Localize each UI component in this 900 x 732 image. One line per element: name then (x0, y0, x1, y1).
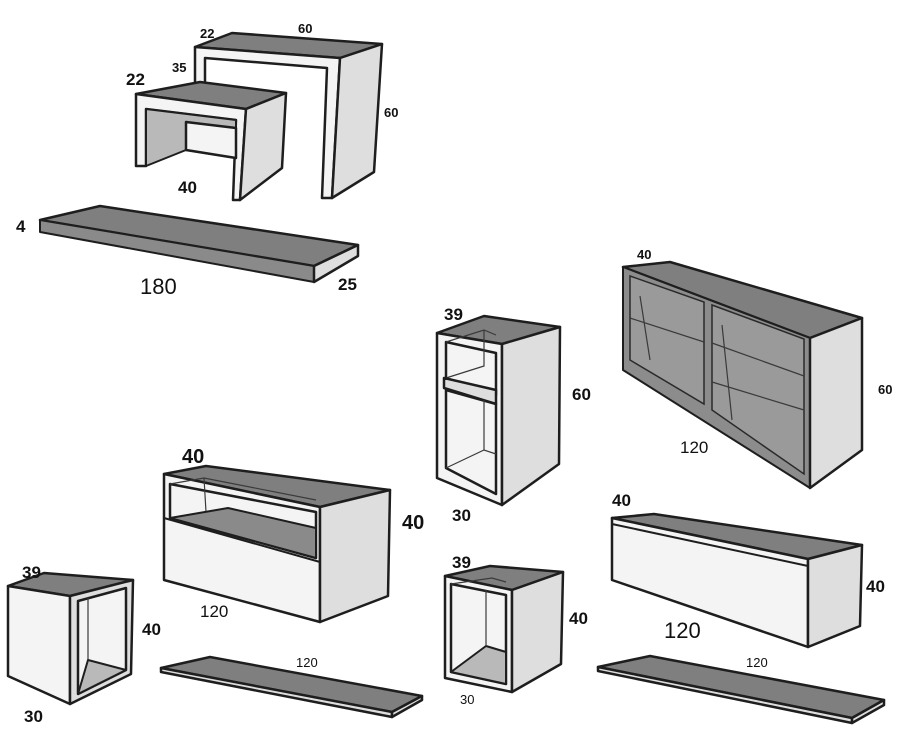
dim-small-width: 40 (178, 178, 197, 197)
glass-door-right (711, 303, 805, 476)
shelf-right-end (850, 698, 886, 725)
tall-open-cabinet: 39 60 30 (435, 305, 591, 525)
small-table-side (238, 91, 288, 202)
shelf-left-end (390, 694, 424, 719)
long-shelf-end (312, 243, 360, 284)
open-drawer-unit: 40 40 120 (162, 446, 424, 624)
dim-drawer-unit-width: 120 (200, 602, 228, 621)
floating-shelf-right: 120 (596, 654, 886, 725)
glass-cabinet-side (808, 316, 864, 490)
small-table-back-panel (184, 120, 238, 160)
dim-shelf-left-length: 120 (296, 655, 318, 670)
dim-cube-center-depth: 39 (452, 553, 471, 572)
dim-glass-cabinet-width: 120 (680, 438, 708, 457)
floating-shelf-left: 120 (159, 655, 424, 719)
dim-wall-unit-depth: 40 (612, 491, 631, 510)
closed-wall-unit: 40 40 120 (610, 491, 885, 649)
cube-left-front (6, 584, 72, 706)
long-shelf: 4 180 25 (16, 204, 360, 299)
dim-drawer-unit-depth: 40 (182, 446, 204, 468)
cube-left-floor (77, 659, 127, 695)
dim-tall-cabinet-width: 30 (452, 506, 471, 525)
cube-center-side (510, 570, 565, 694)
dim-shelf-depth: 25 (338, 275, 357, 294)
dim-tall-cabinet-depth: 39 (444, 305, 463, 324)
dim-small-depth: 22 (126, 70, 145, 89)
dim-glass-cabinet-depth: 40 (637, 247, 651, 262)
glass-door-cabinet: 40 60 120 (621, 247, 892, 490)
dim-shelf-right-length: 120 (746, 655, 768, 670)
small-cube-center: 39 40 30 (443, 553, 588, 707)
small-nesting-table (134, 80, 288, 202)
dim-cube-center-height: 40 (569, 609, 588, 628)
dim-large-depth: 22 (200, 26, 214, 41)
dim-cube-left-width: 30 (24, 707, 43, 726)
tall-cabinet-side (500, 325, 562, 507)
cube-center-floor (450, 645, 507, 685)
drawer-unit-side (318, 488, 392, 624)
dim-wall-unit-height: 40 (866, 577, 885, 596)
shelf-right-top (596, 654, 886, 720)
wall-unit-side (806, 543, 864, 649)
dim-shelf-length: 180 (140, 274, 177, 299)
dim-cube-center-width: 30 (460, 692, 474, 707)
dim-wall-unit-width: 120 (664, 618, 701, 643)
dim-tall-cabinet-height: 60 (572, 385, 591, 404)
large-table-side (330, 42, 384, 200)
dim-cube-left-depth: 39 (22, 563, 41, 582)
dim-large-height: 60 (384, 105, 398, 120)
dim-cube-left-height: 40 (142, 620, 161, 639)
nesting-tables: 22 60 60 22 35 40 (126, 21, 398, 202)
dim-small-height: 35 (172, 60, 186, 75)
dim-glass-cabinet-height: 60 (878, 382, 892, 397)
large-nesting-table (193, 31, 384, 200)
shelf-left-top (159, 655, 424, 714)
small-cube-left: 39 40 30 (6, 563, 161, 726)
dim-large-width: 60 (298, 21, 312, 36)
glass-door-left (629, 274, 705, 406)
dim-shelf-thickness: 4 (16, 217, 26, 236)
dim-drawer-unit-height: 40 (402, 512, 424, 534)
drawer-unit-inner-shelf (169, 507, 317, 559)
